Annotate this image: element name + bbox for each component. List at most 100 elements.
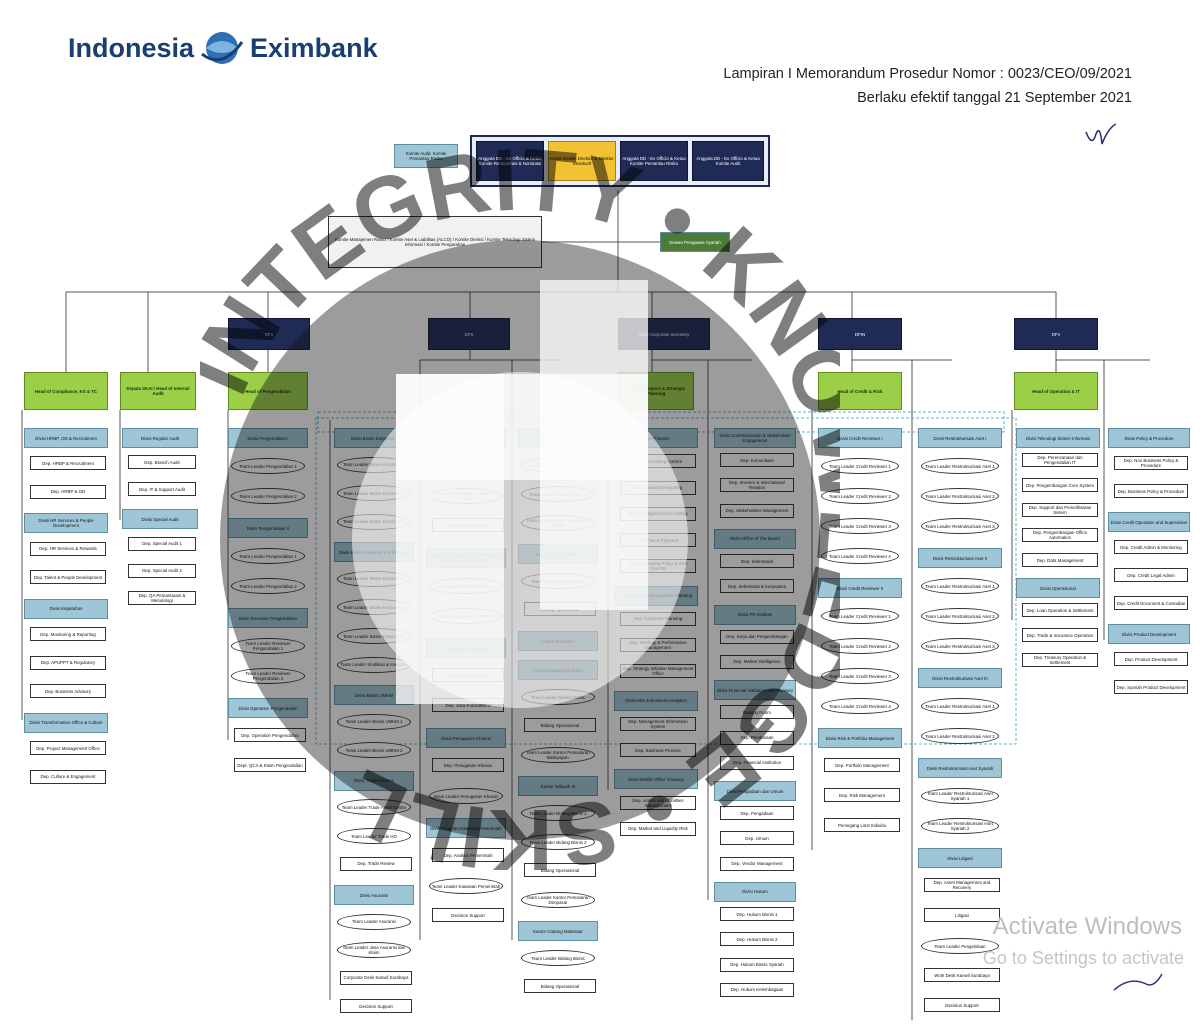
division-box: Divisi PR Institute [714,604,796,625]
team-leader-node: Team Leader Bisnis Korporasi 2 [337,485,411,502]
team-leader-node: Team Leader Sindikasi & Investasi [337,656,411,673]
team-leader-node: Team Leader Bisnis UKMK 1 [429,578,503,594]
team-leader-node: Team Leader Bidang Bisnis 2 [521,486,595,502]
department-box: Dep. Data Management [1022,553,1098,567]
department-box: Work Desk Kanwil Surabaya [924,968,1000,982]
director-df1: DF1 [228,318,310,350]
eximbank-logo: Indonesia Eximbank [68,18,378,78]
division-box: Divisi Teknologi Sistem Informasi [1016,428,1100,448]
division-box: Divisi Trade Finance [334,770,414,791]
department-box: Dep. Monitoring & Reporting [30,627,106,642]
team-leader-node: Team Leader Pengendalian 2 [231,488,305,504]
division-box: Kantor Cabang Makassar [518,921,598,941]
department-box: Dep. Pendanaan [720,730,794,745]
board-chair: Ketua Dewan Direktur & Direktur Eksekuti… [548,141,616,181]
department-box: Dep. Pengembangan Office Automation [1022,528,1098,542]
department-box: Dep. Market and Liquidity Risk [620,821,696,836]
team-leader-node: Team Leader Pengendalian 1 [231,458,305,474]
lampiran-line-1: Lampiran I Memorandum Prosedur Nomor : 0… [723,66,1132,82]
division-box: Divisi Restrukturisasi Aset I [918,428,1002,448]
department-box: Dept. QCA & Klaim Pengendalian [234,758,306,772]
team-leader-node: Team Leader Kantor Pemasaran Denpasar [521,892,595,908]
team-leader-node: Team Leader Reviewer Pengendalian 1 [231,638,305,654]
department-box: Dep. Sekretariat [720,554,794,569]
team-leader-node: Team Leader Bidang Bisnis [521,573,595,589]
department-box: Bidang Operasional [524,863,596,877]
division-box: Divisi Office of The Board [714,528,796,549]
department-box: Dep. Product Development [1114,652,1188,666]
department-box: Dep. HRBP & OD [30,484,106,499]
department-box: Dep. HR Services & Rewards [30,541,106,556]
sharia-supervisory-board: Dewan Pengawas Syariah [660,232,730,252]
division-box: Divisi Bisnis Syariah & Special Mission [426,428,506,448]
column-corporate-secretary: Divisi Communication & Stakeholder Engag… [710,428,798,1008]
team-leader-node: Team Leader Bisnis UMKM 2 [337,742,411,759]
board-member-2: Anggota DD - Ex Officio & Ketua Komite P… [620,141,688,181]
department-box: Dep. Umum [720,831,794,846]
division-box: Divisi Reviewer Pengendalian [228,608,308,628]
division-box: Kantor Wilayah II [518,631,598,651]
team-leader-node: Team Leader Pengendalian 1 [231,548,305,564]
division-box: Divisi Litigasi [918,848,1002,868]
team-leader-node: Team Leader Bisnis Korporasi 1 [337,456,411,473]
logo-text-left: Indonesia [68,32,195,63]
head-internal-audit: Kepala SKAI / Head of Internal Audit [120,372,196,410]
department-box: Corporate Desk Kanwil Surabaya [340,970,412,985]
division-box: Divisi Pengadaan dan Umum [714,781,796,802]
department-box: Dep. Pengadaan [720,806,794,821]
department-box: Dep. Culture & Engagement [30,769,106,784]
department-box: Dep. Non Business Policy & Procedure [1114,456,1188,470]
department-box: Dep. Branch Audit [128,455,196,470]
department-box: Dep. Business Process [620,743,696,757]
department-box: Dep. Project Management Office [30,741,106,756]
department-box: Bidang Operasional [524,718,596,732]
team-leader-node: Team Leader Credit Reviewer 1 [821,608,899,624]
division-box: Divisi Restrukturisasi Aset Syariah [918,758,1002,778]
department-box: Decision Support [432,908,504,922]
division-box: Divisi Financial Institution and Treasur… [714,680,796,701]
division-box: Divisi Bisnis Korporasi II & Sindikasi [334,542,414,563]
department-box: Dep. APUPPT & Regulatory [30,655,106,670]
department-box: Dep. Asset Management and Recovery [924,878,1000,892]
team-leader-node: Team Leader Credit Reviewer 2 [821,488,899,504]
department-box: Dep. HRBP & Recruitment [30,456,106,471]
department-box: Decision Support [340,999,412,1014]
division-box: Divisi Jasa Konsultasi [426,638,506,658]
division-box: Divisi Product Development [1108,624,1190,644]
division-box: Divisi Credit Reviewer I [818,428,902,448]
division-box: Divisi Pengendalian I [228,428,308,448]
department-box: Dep. Sekretariat & Kerjasama [720,579,794,594]
signature-scribble [1113,973,1163,991]
team-leader-node: Team Leader Credit Reviewer 4 [821,548,899,564]
department-box: Dep. Accounting Control [620,454,696,469]
team-leader-node: Team Leader Bidang Bisnis [521,689,595,705]
department-box: Dep. Financial Reporting [620,480,696,495]
division-box: Kantor Cabang Medan [518,544,598,564]
team-leader-node: Team Leader Bisnis UKMK 2 [429,608,503,624]
team-leader-node: Team Leader Trade HO [337,828,411,844]
department-box: Dep. Special Audit 2 [128,563,196,578]
department-box: Dep. Market Intelligence [720,654,794,669]
division-box: Divisi Middle Office Treasury [614,769,698,790]
team-leader-node: Team Leader Asuransi [337,913,411,930]
division-box: Divisi Asuransi [334,885,414,906]
division-box: Divisi Special Audit [122,509,198,530]
team-leader-node: Team Leader Bidang Bisnis 2 [521,834,595,850]
department-box: Dep. Trade & Insurance Operation [1022,628,1098,642]
team-leader-node: Team Leader Restrukturisasi Aset 3 [921,638,999,654]
team-leader-node: Team Leader Credit Reviewer 3 [821,518,899,534]
team-leader-node: Team Leader Credit Reviewer 1 [821,458,899,474]
division-box: Divisi Bisnis Usaha Kecil Menengah dan K… [426,548,506,568]
department-box: Dep. Hukum Bisnis 1 [720,907,794,922]
department-box: Dep. Business Advisory [30,684,106,699]
department-box: Dep. Talent & People Development [30,570,106,585]
team-leader-node: Team Leader Bidang Bisnis 1 [521,805,595,821]
division-box: Divisi Operasional [1016,578,1100,598]
team-leader-node: Team Leader Bisnis Korporasi 3 [337,628,411,644]
head-operation-it: Head of Operation & IT [1014,372,1098,410]
head-finance-strategic: Head of Finance & Strategic Planning [618,372,694,410]
division-box: Divisi Program Kawasan Pemerintah [426,818,506,838]
team-leader-node: Team Leader Restrukturisasi Aset 1 [921,578,999,594]
division-box: Divisi HRBP, OD & Recruitment [24,428,108,448]
